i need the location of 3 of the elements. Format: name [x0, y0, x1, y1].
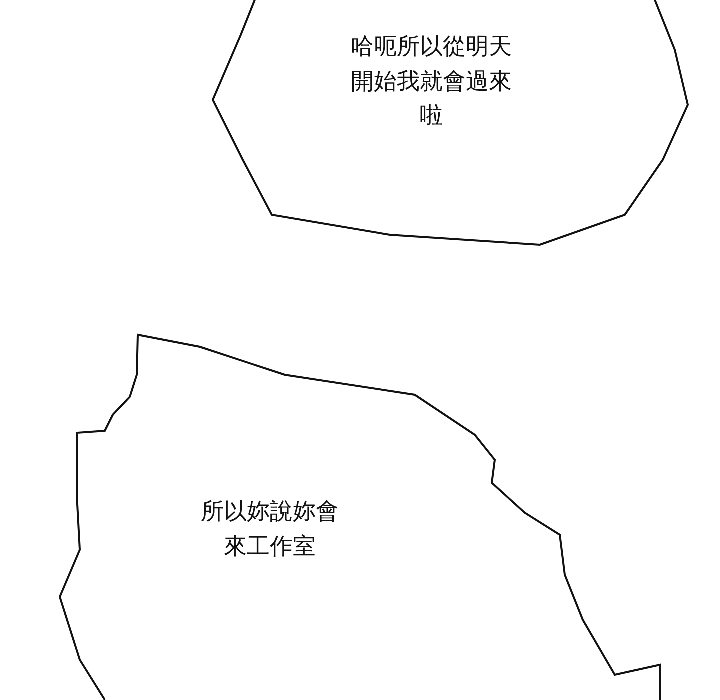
speech-bubble	[213, 0, 689, 246]
speech-text: 所以妳說妳會來工作室	[200, 498, 340, 562]
speech-text: 哈呃所以從明天開始我就會過來啦	[350, 33, 513, 131]
